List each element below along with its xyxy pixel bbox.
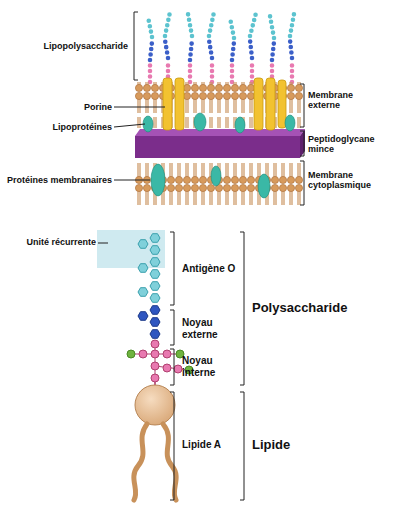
- part-label: Membrane externe: [308, 90, 368, 111]
- lipid-a-head: [135, 385, 175, 425]
- part-label: Lipopolysaccharide: [20, 41, 128, 51]
- o-antigen-sugars: [138, 234, 160, 303]
- lps-chains: [148, 12, 294, 82]
- part-label: Noyau interne: [182, 355, 237, 378]
- outer-core-sugars: [138, 306, 160, 339]
- part-label: Lipoprotéines: [20, 122, 112, 132]
- brackets: [114, 12, 304, 205]
- cytoplasmic-membrane: [135, 160, 303, 206]
- lipid-a-tails: [134, 424, 176, 500]
- porins: [163, 78, 286, 130]
- peptidoglycan-side: [300, 129, 305, 158]
- repeat-unit-highlight: [97, 230, 165, 268]
- proteins: [143, 113, 295, 198]
- part-label: Protéines membranaires: [2, 175, 112, 185]
- brackets: [98, 232, 244, 500]
- peptidoglycan-top: [135, 129, 305, 136]
- part-label: Antigène O: [182, 263, 242, 275]
- part-label: Noyau externe: [182, 317, 237, 340]
- peptidoglycan-layer: [135, 136, 300, 158]
- part-label: Peptidoglycane mince: [308, 134, 388, 155]
- part-label: Polysaccharide: [252, 301, 397, 316]
- part-label: Lipide: [252, 438, 352, 453]
- part-label: Lipide A: [182, 439, 237, 451]
- part-label: Porine: [40, 102, 112, 112]
- part-label: Unité récurrente: [4, 237, 96, 247]
- part-label: Membrane cytoplasmique: [308, 170, 388, 191]
